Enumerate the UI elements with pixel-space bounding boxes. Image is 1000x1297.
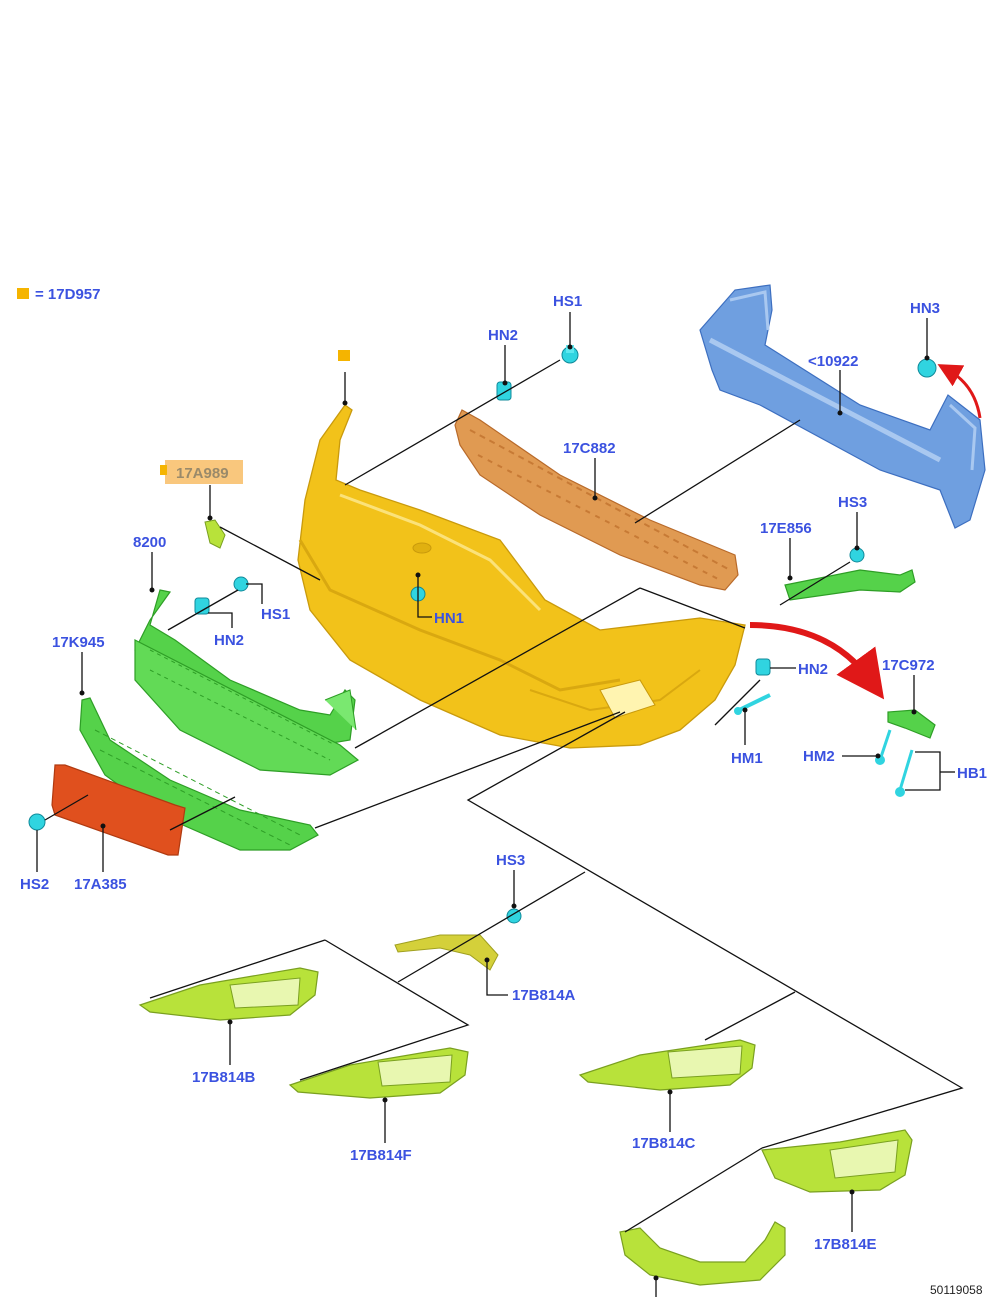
label-hs3-right: HS3 <box>838 494 867 511</box>
legend-marker <box>17 288 29 299</box>
arrow-hn3-icon <box>937 364 982 419</box>
label-hs3-bottom: HS3 <box>496 852 525 869</box>
clip-hs1-left-icon <box>233 576 249 592</box>
label-hn2-right: HN2 <box>798 661 828 678</box>
label-17b814c: 17B814C <box>632 1135 696 1152</box>
clip-hm1-icon <box>734 693 771 715</box>
legend: = 17D957 <box>17 286 100 303</box>
label-8200: 8200 <box>133 534 166 551</box>
clip-hs2-icon <box>28 813 46 831</box>
front-bumper-cover <box>297 404 746 749</box>
leader-lines <box>36 312 964 1297</box>
clip-hs3-bottom-icon <box>506 908 522 924</box>
label-17b814b: 17B814B <box>192 1069 256 1086</box>
label-17c972: 17C972 <box>882 657 935 674</box>
label-17a989: 17A989 <box>176 465 229 482</box>
label-hs1-top: HS1 <box>553 293 582 310</box>
air-deflector-strip <box>784 569 916 601</box>
label-17b814a: 17B814A <box>512 987 576 1004</box>
fog-lamp-bezel-17b814c <box>578 1039 756 1091</box>
arrow-17c972-icon <box>749 622 885 700</box>
label-hs1-left: HS1 <box>261 606 290 623</box>
label-17b814f: 17B814F <box>350 1147 412 1164</box>
label-hn1: HN1 <box>434 610 464 627</box>
clip-hm2-icon <box>875 729 892 765</box>
small-bracket-17a989 <box>204 519 226 549</box>
label-hn2-left: HN2 <box>214 632 244 649</box>
label-17a385: 17A385 <box>74 876 127 893</box>
label-17c882: 17C882 <box>563 440 616 457</box>
clip-hb1-icon <box>895 749 914 797</box>
label-hm2: HM2 <box>803 748 835 765</box>
lower-grille <box>79 697 319 851</box>
fog-lamp-bezel-17b814e <box>761 1129 913 1193</box>
label-17k945: 17K945 <box>52 634 105 651</box>
bracket-17c972 <box>887 709 936 739</box>
reference-number: 50119058 <box>930 1283 983 1297</box>
label-hb1: HB1 <box>957 765 987 782</box>
label-17b814e: 17B814E <box>814 1236 877 1253</box>
legend-marker-bumper <box>338 350 350 361</box>
label-hs2: HS2 <box>20 876 49 893</box>
radiator-grille <box>134 589 360 776</box>
label-17e856: 17E856 <box>760 520 812 537</box>
label-hn3: HN3 <box>910 300 940 317</box>
label-10922: <10922 <box>808 353 858 370</box>
lower-trim-strip <box>619 1221 786 1286</box>
clip-hn2-left-icon <box>194 597 210 615</box>
highlight-box-17a989 <box>165 460 243 484</box>
bumper-reinforcement <box>699 284 986 529</box>
part-labels: HS1 HN2 HN3 <10922 17C882 17A989 17E856 … <box>20 293 987 1297</box>
clip-hn3-icon <box>917 358 937 378</box>
legend-marker-17a989 <box>160 465 167 475</box>
legend-text: = 17D957 <box>35 286 100 303</box>
clip-hn2-right-icon <box>755 658 771 676</box>
label-hm1: HM1 <box>731 750 763 767</box>
direction-arrows <box>749 364 982 700</box>
bracket-17b814a <box>394 934 499 971</box>
fog-lamp-bezel-17b814f <box>288 1047 469 1099</box>
label-hn2-top: HN2 <box>488 327 518 344</box>
license-plate-bracket <box>51 764 186 856</box>
fog-lamp-bezel-17b814b <box>138 967 319 1021</box>
